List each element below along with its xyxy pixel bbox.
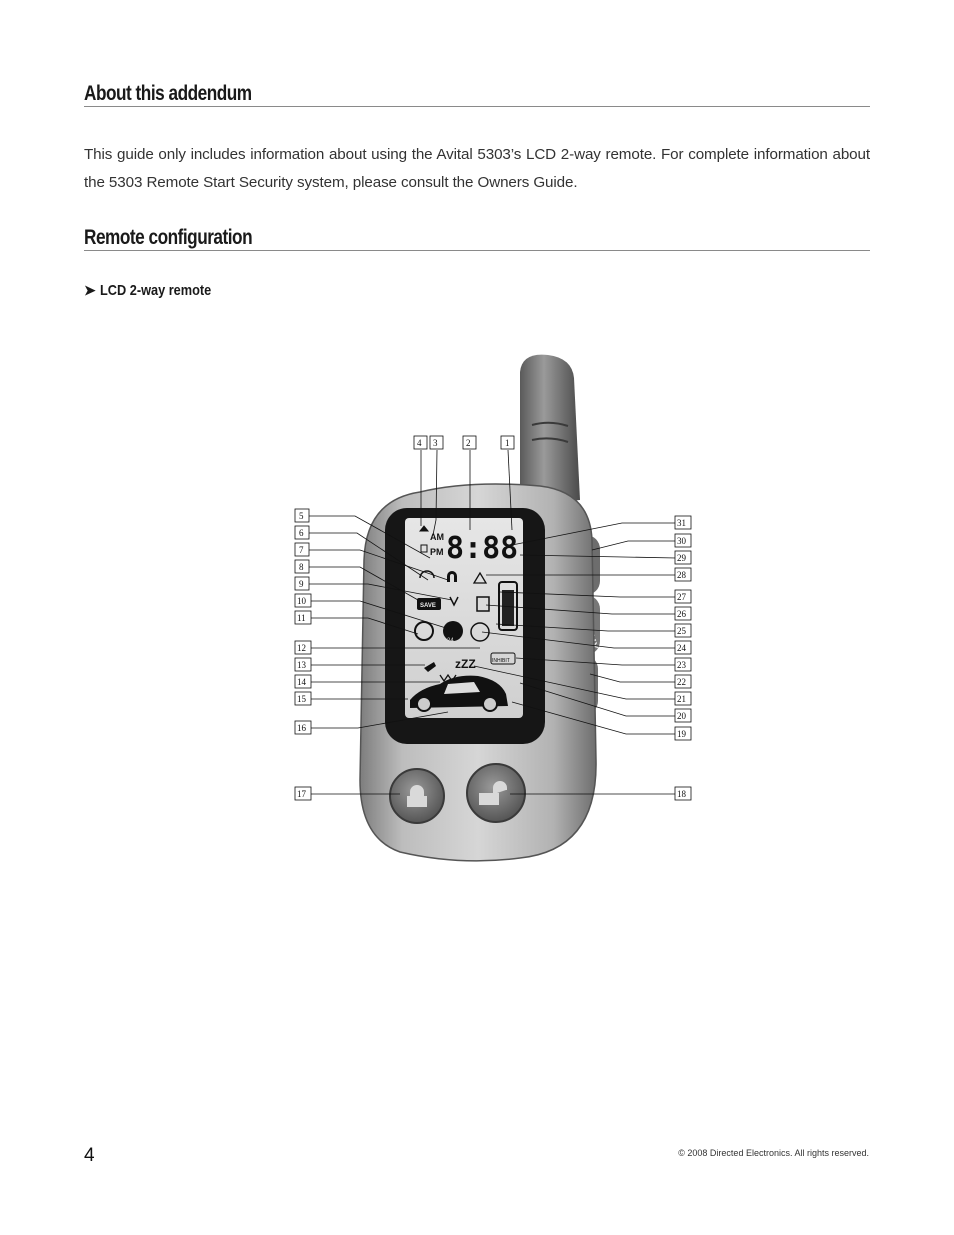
hourglass-icon (420, 544, 428, 553)
lcd-screen (405, 518, 523, 718)
antenna (520, 354, 580, 505)
callout-24: 24 (677, 643, 687, 653)
callout-2: 2 (466, 438, 471, 448)
callout-19: 19 (677, 729, 687, 739)
am-label: AM (430, 532, 444, 542)
callout-11: 11 (297, 613, 306, 623)
callout-1: 1 (505, 438, 510, 448)
callout-29: 29 (677, 553, 687, 563)
pm-label: PM (430, 547, 444, 557)
callout-26: 26 (677, 609, 687, 619)
clock-icon (470, 622, 490, 642)
callout-18: 18 (677, 789, 687, 799)
twentyfour-label: 24 (447, 638, 454, 644)
copyright-notice: © 2008 Directed Electronics. All rights … (678, 1148, 869, 1158)
page-number: 4 (84, 1145, 95, 1166)
callouts-right: 31 30 29 28 27 26 25 24 23 22 21 20 19 1… (674, 515, 692, 801)
callout-6: 6 (299, 528, 304, 538)
about-paragraph: This guide only includes information abo… (84, 146, 870, 191)
unlock-button (466, 763, 526, 823)
section-heading-about: About this addendum (84, 82, 870, 107)
save-label: SAVE (420, 603, 436, 609)
callout-17: 17 (297, 789, 307, 799)
clock-digits: 8:88 (446, 531, 518, 566)
about-heading-text: About this addendum (84, 82, 252, 105)
inhibit-badge (490, 652, 516, 665)
lock-button (389, 768, 445, 824)
callout-8: 8 (299, 562, 304, 572)
no-start-icon (414, 621, 434, 641)
callout-5: 5 (299, 511, 304, 521)
horn-icon (472, 571, 488, 584)
lock-open-icon (479, 781, 507, 805)
callout-28: 28 (677, 570, 687, 580)
callout-22: 22 (677, 677, 686, 687)
callout-13: 13 (297, 660, 307, 670)
callout-23: 23 (677, 660, 687, 670)
thermometer-icon (476, 596, 490, 612)
zzz-label: zZZ (455, 657, 476, 671)
lcd-icons: AM PM 8:88 SAVE 24 zZZ INHIBIT (410, 525, 518, 712)
callout-10: 10 (297, 596, 307, 606)
signal-icon (419, 570, 435, 579)
callouts-top: 4 3 2 1 (413, 435, 515, 450)
callout-3: 3 (433, 438, 438, 448)
bell-icon (418, 525, 430, 532)
lock-icon (447, 571, 457, 582)
callout-lines (308, 449, 677, 795)
inhibit-label: INHIBIT (492, 658, 510, 664)
car-icon (410, 675, 508, 712)
callouts-left: 5 6 7 8 9 10 11 12 13 14 15 16 17 (294, 508, 312, 801)
callout-31: 31 (677, 518, 686, 528)
callout-4: 4 (417, 438, 422, 448)
callout-30: 30 (677, 536, 687, 546)
save-badge (417, 598, 441, 610)
callout-9: 9 (299, 579, 304, 589)
callout-27: 27 (677, 592, 687, 602)
callout-25: 25 (677, 626, 687, 636)
callout-14: 14 (297, 677, 307, 687)
callout-20: 20 (677, 711, 687, 721)
arrow-bullet-icon: ➤ (84, 282, 96, 298)
lock-closed-icon (407, 785, 427, 807)
callout-16: 16 (297, 723, 307, 733)
hammer-icon (424, 662, 436, 672)
callout-15: 15 (297, 694, 307, 704)
subheading-lcd-remote: ➤LCD 2-way remote (84, 282, 231, 299)
timer-24-icon (443, 621, 463, 641)
callout-12: 12 (297, 643, 306, 653)
section-heading-remote-configuration: Remote configuration (84, 226, 870, 251)
callout-21: 21 (677, 694, 686, 704)
subheading-text: LCD 2-way remote (99, 282, 211, 299)
remote-config-heading-text: Remote configuration (84, 226, 253, 249)
callout-7: 7 (299, 545, 304, 555)
